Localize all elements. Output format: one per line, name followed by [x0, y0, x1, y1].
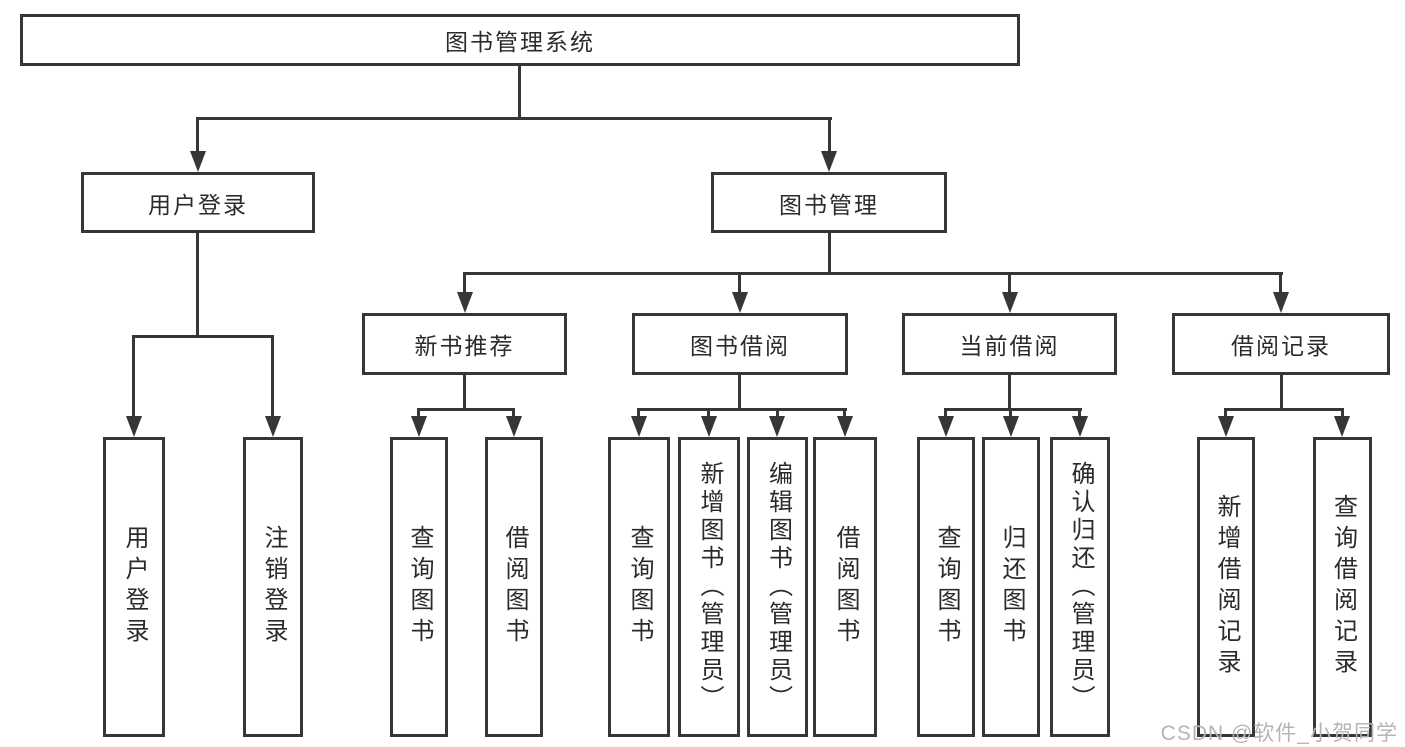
connector-user-stub — [196, 233, 199, 335]
leaf-borrow-add-books-admin: 新增图书（管理员） — [678, 437, 740, 737]
connector-drop — [707, 410, 710, 419]
node-label: 确认归还（管理员） — [1067, 461, 1094, 713]
arrowhead-icon — [1218, 416, 1234, 437]
connector-drop-book-borrow — [738, 274, 741, 296]
arrowhead-icon — [701, 416, 717, 437]
leaf-current-query-books: 查询图书 — [917, 437, 975, 737]
node-label: 查询借阅记录 — [1329, 494, 1357, 680]
node-label: 新书推荐 — [414, 333, 515, 359]
node-label: 借阅图书 — [501, 525, 528, 649]
connector-book-stub — [828, 233, 831, 272]
connector-drop-new-books — [463, 274, 466, 296]
connector-root-stub — [518, 66, 521, 119]
connector-new-hline — [417, 408, 515, 411]
arrowhead-icon — [837, 416, 853, 437]
leaf-borrow-borrow-books: 借阅图书 — [813, 437, 877, 737]
arrowhead-icon — [732, 292, 748, 313]
arrowhead-icon — [821, 151, 837, 172]
connector-borrow-stub — [738, 375, 741, 409]
connector-new-stub — [463, 375, 466, 409]
arrowhead-icon — [1334, 416, 1350, 437]
node-label: 图书借阅 — [690, 333, 790, 359]
connector-drop-leaf-logout — [271, 337, 274, 417]
arrowhead-icon — [1072, 416, 1088, 437]
leaf-user-login: 用户登录 — [103, 437, 165, 737]
connector-root-hline — [196, 117, 832, 120]
arrowhead-icon — [411, 416, 427, 437]
connector-drop — [637, 410, 640, 419]
arrowhead-icon — [457, 292, 473, 313]
leaf-records-add-record: 新增借阅记录 — [1197, 437, 1255, 737]
node-current-borrow: 当前借阅 — [902, 313, 1117, 375]
connector-drop-user-login — [196, 119, 199, 155]
arrowhead-icon — [126, 416, 142, 437]
arrowhead-icon — [1002, 292, 1018, 313]
node-label: 查询图书 — [406, 525, 433, 649]
node-label: 新增借阅记录 — [1213, 494, 1240, 680]
arrowhead-icon — [769, 416, 785, 437]
node-borrow-records: 借阅记录 — [1172, 313, 1390, 375]
arrowhead-icon — [265, 416, 281, 437]
connector-drop — [512, 410, 515, 419]
leaf-new-borrow-books: 借阅图书 — [485, 437, 543, 737]
node-label: 查询图书 — [626, 525, 653, 649]
node-root-library-system: 图书管理系统 — [20, 14, 1020, 66]
connector-drop — [1341, 410, 1344, 419]
node-label: 图书管理 — [779, 191, 879, 218]
leaf-new-query-books: 查询图书 — [390, 437, 448, 737]
node-book-management: 图书管理 — [711, 172, 947, 233]
arrowhead-icon — [1273, 292, 1289, 313]
arrowhead-icon — [1003, 416, 1019, 437]
arrowhead-icon — [506, 416, 522, 437]
connector-current-stub — [1008, 375, 1011, 409]
leaf-borrow-query-books: 查询图书 — [608, 437, 670, 737]
connector-records-hline — [1224, 408, 1344, 411]
connector-drop-book-mgmt — [828, 119, 831, 155]
node-label: 借阅图书 — [832, 525, 859, 649]
node-label: 新增图书（管理员） — [696, 461, 723, 713]
connector-borrow-hline — [637, 408, 847, 411]
connector-drop — [1009, 410, 1012, 419]
node-label: 编辑图书（管理员） — [764, 461, 792, 713]
connector-drop — [417, 410, 420, 419]
node-book-borrow: 图书借阅 — [632, 313, 848, 375]
leaf-current-return-books: 归还图书 — [982, 437, 1040, 737]
node-label: 借阅记录 — [1231, 333, 1331, 359]
connector-drop — [944, 410, 947, 419]
connector-drop — [1078, 410, 1081, 419]
node-label: 归还图书 — [998, 525, 1025, 649]
connector-drop — [776, 410, 779, 419]
connector-drop — [1224, 410, 1227, 419]
leaf-records-query-record: 查询借阅记录 — [1313, 437, 1372, 737]
leaf-logout: 注销登录 — [243, 437, 303, 737]
node-label: 注销登录 — [260, 525, 287, 649]
connector-records-stub — [1280, 375, 1283, 409]
connector-user-hline — [132, 335, 274, 338]
node-label: 用户登录 — [121, 525, 148, 649]
node-label: 用户登录 — [148, 191, 248, 218]
node-label: 图书管理系统 — [445, 29, 595, 55]
connector-drop-borrow-records — [1279, 274, 1282, 296]
arrowhead-icon — [631, 416, 647, 437]
connector-drop-leaf-user-login — [132, 337, 135, 417]
connector-current-hline — [944, 408, 1082, 411]
connector-book-hline — [463, 272, 1283, 275]
connector-drop-current-borrow — [1008, 274, 1011, 296]
arrowhead-icon — [190, 151, 206, 172]
leaf-borrow-edit-books-admin: 编辑图书（管理员） — [747, 437, 808, 737]
node-label: 查询图书 — [933, 525, 960, 649]
connector-drop — [843, 410, 846, 419]
node-new-book-recommend: 新书推荐 — [362, 313, 567, 375]
node-label: 当前借阅 — [959, 333, 1060, 359]
node-user-login: 用户登录 — [81, 172, 315, 233]
leaf-current-confirm-return-admin: 确认归还（管理员） — [1050, 437, 1110, 737]
arrowhead-icon — [938, 416, 954, 437]
watermark-text: CSDN @软件_小贺同学 — [1160, 722, 1398, 745]
